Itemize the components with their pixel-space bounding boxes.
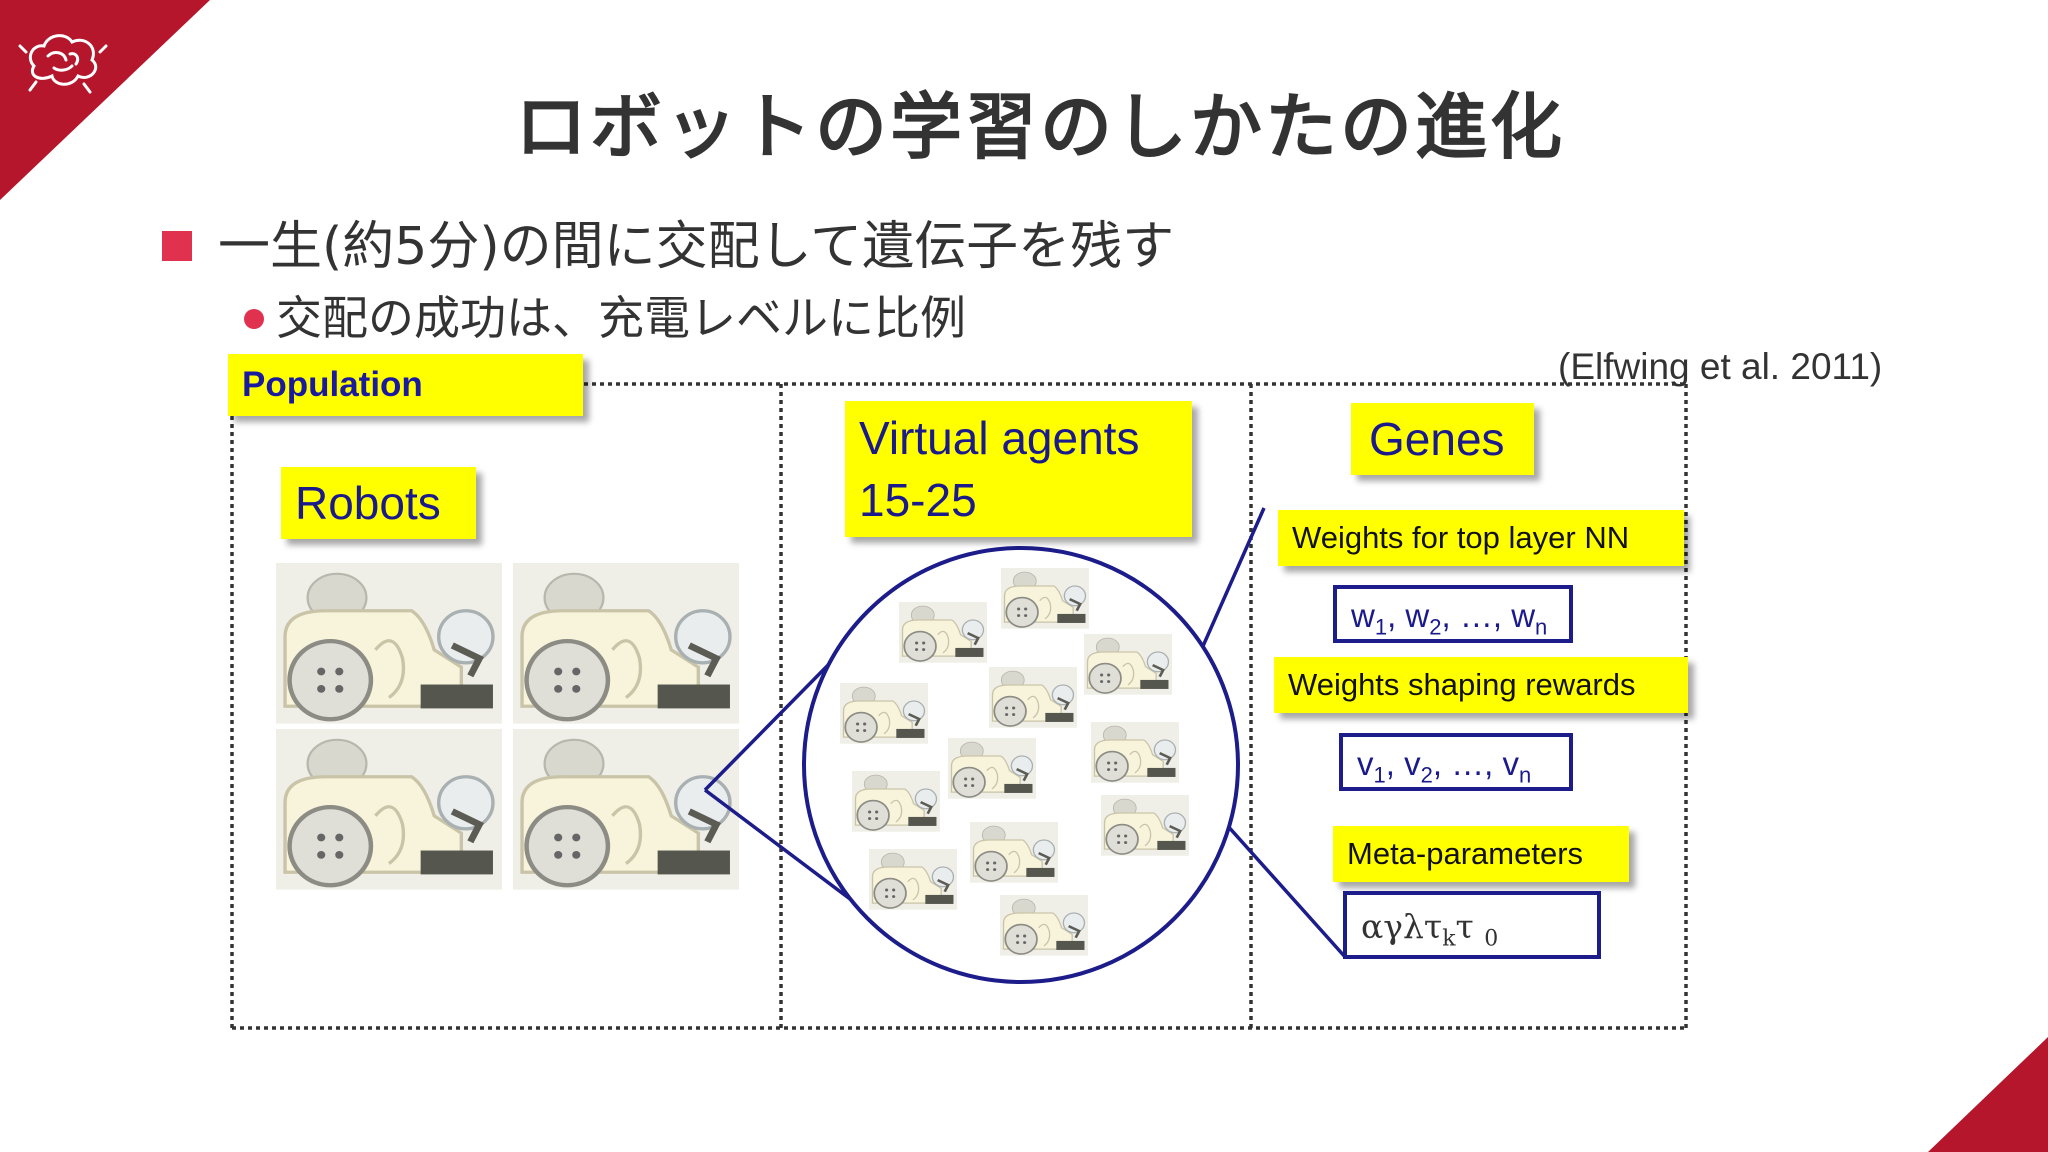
robot-photo bbox=[513, 563, 739, 724]
bullet-main: 一生(約5分)の間に交配して遺伝子を残す bbox=[162, 204, 1174, 279]
dot-bullet-icon bbox=[244, 308, 264, 329]
virtual-agent bbox=[987, 665, 1079, 729]
virtual-agents-label: Virtual agents 15-25 bbox=[845, 401, 1192, 537]
weights-shaping-values-text: v bbox=[1357, 745, 1374, 782]
virtual-agent bbox=[897, 600, 989, 664]
weights-shaping-values: v1, v2, …, vn bbox=[1339, 733, 1573, 791]
virtual-agent bbox=[867, 847, 959, 911]
weights-top-values-text: w bbox=[1351, 597, 1375, 634]
virtual-agent bbox=[946, 736, 1038, 800]
virtual-agent bbox=[968, 820, 1060, 884]
virtual-agents-label-line1: Virtual agents bbox=[859, 412, 1140, 464]
weights-top-layer-label: Weights for top layer NN bbox=[1278, 510, 1684, 566]
meta-values-text: αγλτ bbox=[1361, 907, 1443, 946]
bullet-main-text: 一生(約5分)の間に交配して遺伝子を残す bbox=[218, 217, 1175, 277]
meta-tail: τ bbox=[1455, 907, 1474, 946]
virtual-agent bbox=[998, 893, 1090, 957]
robot-photo bbox=[276, 729, 502, 890]
bullet-sub: 交配の成功は、充電レベルに比例 bbox=[244, 282, 966, 348]
robot-photo bbox=[513, 729, 739, 890]
citation: (Elfwing et al. 2011) bbox=[1558, 346, 1883, 387]
genes-label: Genes bbox=[1351, 403, 1534, 475]
virtual-agent bbox=[1089, 720, 1181, 784]
meta-parameters-values: αγλτkτ 0 bbox=[1343, 891, 1601, 959]
virtual-agent bbox=[1099, 793, 1191, 857]
bullet-sub-text: 交配の成功は、充電レベルに比例 bbox=[276, 291, 966, 345]
meta-sub-k: k bbox=[1442, 926, 1456, 952]
corner-decoration-top-left bbox=[0, 0, 210, 200]
virtual-agent bbox=[999, 566, 1091, 630]
robots-label: Robots bbox=[281, 467, 476, 539]
weights-shaping-label: Weights shaping rewards bbox=[1274, 657, 1688, 713]
population-label: Population bbox=[228, 354, 583, 416]
square-bullet-icon bbox=[162, 231, 192, 261]
slide-title: ロボットの学習のしかたの進化 bbox=[514, 85, 1565, 169]
virtual-agent bbox=[1082, 632, 1174, 696]
robot-photo bbox=[276, 563, 502, 724]
virtual-agent bbox=[850, 769, 942, 833]
university-logo-icon bbox=[18, 34, 108, 94]
meta-parameters-label: Meta-parameters bbox=[1333, 826, 1629, 882]
corner-decoration-bottom-right bbox=[1928, 1037, 2048, 1152]
virtual-agents-label-line2: 15-25 bbox=[859, 474, 977, 526]
robot-photos bbox=[276, 563, 739, 890]
weights-top-layer-values: w1, w2, …, wn bbox=[1333, 585, 1573, 643]
virtual-agent bbox=[838, 681, 930, 745]
meta-sub-0: 0 bbox=[1484, 926, 1499, 952]
